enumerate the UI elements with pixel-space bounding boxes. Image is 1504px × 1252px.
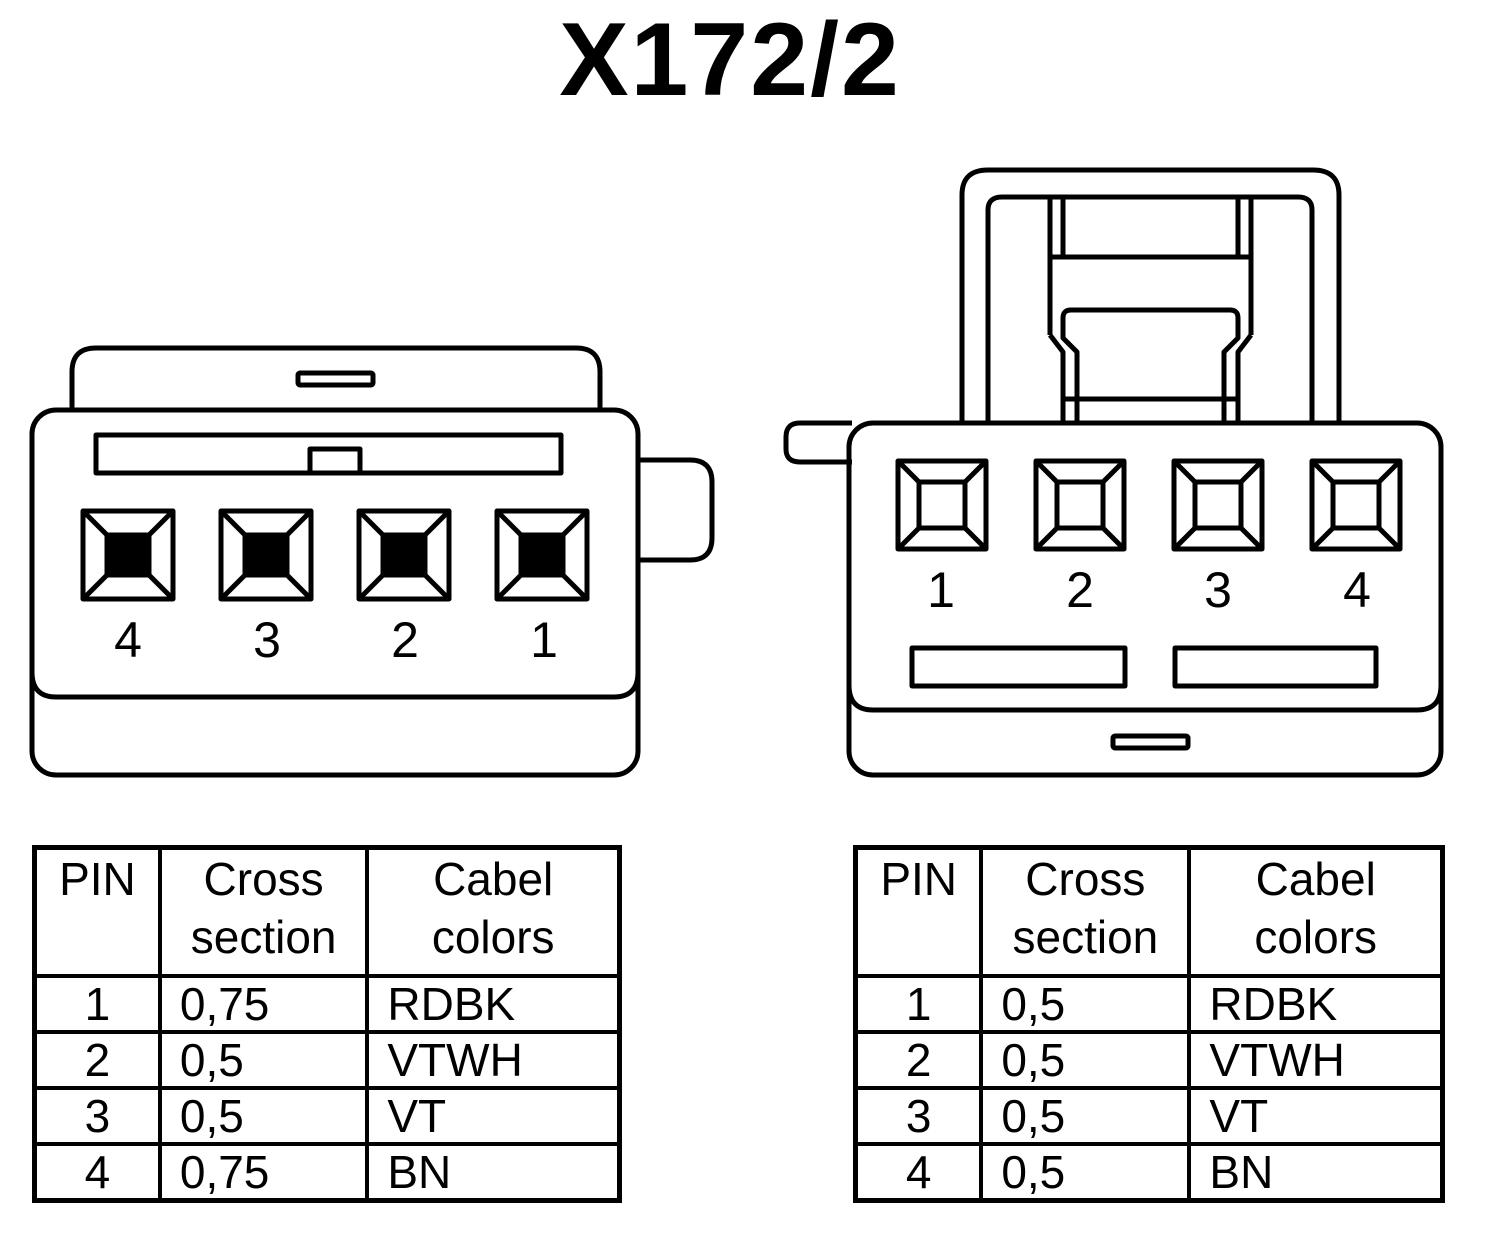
table-row: 1 0,75 RDBK — [32, 974, 622, 1034]
pin-cell: 2 — [32, 1030, 162, 1090]
right-pin-label: 1 — [927, 562, 955, 618]
cable-color-cell: RDBK — [1187, 974, 1445, 1034]
left-connector-terminals — [80, 508, 590, 602]
table-row: 2 0,5 VTWH — [853, 1030, 1445, 1090]
right-pin-label: 4 — [1343, 562, 1371, 618]
left-terminal-4 — [80, 508, 176, 602]
cross-header-line1: Cross — [1025, 853, 1146, 905]
cross-section-cell: 0,5 — [979, 1142, 1192, 1203]
left-terminal-2 — [356, 508, 452, 602]
right-connector-guide-slot — [1172, 645, 1379, 689]
cable-color-cell: BN — [365, 1142, 622, 1203]
cable-colors-header: Cabel colors — [365, 845, 622, 978]
color-header-line2: colors — [1254, 911, 1378, 963]
pin-cell: 3 — [32, 1086, 162, 1146]
left-pin-label: 4 — [114, 612, 142, 668]
left-connector-top-latch — [69, 345, 603, 410]
right-connector-front-step — [846, 684, 1444, 713]
pin-header-text: PIN — [59, 853, 136, 905]
right-connector-locking-bow — [959, 167, 1342, 423]
left-connector-body — [29, 407, 641, 778]
cross-section-header: Cross section — [157, 845, 370, 978]
cross-section-cell: 0,5 — [157, 1030, 370, 1090]
right-pin-label: 2 — [1066, 562, 1094, 618]
pin-cell: 4 — [853, 1142, 984, 1203]
table-row: 2 0,5 VTWH — [32, 1030, 622, 1090]
color-header-line1: Cabel — [433, 853, 554, 905]
right-connector-guide-slot — [909, 645, 1128, 689]
right-connector-bottom-slot — [1110, 733, 1191, 751]
diagram-title: X172/2 — [559, 2, 901, 118]
cable-colors-header: Cabel colors — [1187, 845, 1445, 978]
table-row: 4 0,75 BN — [32, 1142, 622, 1203]
left-connector: 4 3 2 1 — [29, 345, 715, 778]
cross-section-cell: 0,75 — [157, 1142, 370, 1203]
cross-section-cell: 0,75 — [157, 974, 370, 1034]
right-connector-side-tab — [783, 420, 852, 465]
cross-section-cell: 0,5 — [979, 1086, 1192, 1146]
pin-header: PIN — [853, 845, 984, 978]
cable-color-cell: RDBK — [365, 974, 622, 1034]
pin-header-text: PIN — [880, 853, 957, 905]
right-terminal-3 — [1171, 458, 1265, 552]
color-header-line1: Cabel — [1255, 853, 1376, 905]
color-header-line2: colors — [431, 911, 555, 963]
left-pin-label: 3 — [253, 612, 281, 668]
right-pin-label: 3 — [1204, 562, 1232, 618]
left-pin-labels: 4 3 2 1 — [114, 612, 558, 668]
cross-header-line2: section — [1012, 911, 1159, 963]
left-pin-label: 1 — [530, 612, 558, 668]
table-header-row: PIN Cross section Cabel colors — [32, 845, 622, 978]
left-connector-front-step — [29, 671, 641, 700]
right-terminal-1 — [895, 458, 989, 552]
left-connector-key-slot — [93, 432, 564, 476]
pin-cell: 1 — [853, 974, 984, 1034]
right-terminal-2 — [1033, 458, 1127, 552]
table-row: 1 0,5 RDBK — [853, 974, 1445, 1034]
cross-header-line1: Cross — [203, 853, 324, 905]
cable-color-cell: VTWH — [1187, 1030, 1445, 1090]
right-connector-terminals — [895, 458, 1403, 552]
right-connector-locking-bow-inner — [985, 194, 1315, 423]
left-pin-label: 2 — [391, 612, 419, 668]
right-terminal-4 — [1309, 458, 1403, 552]
right-lever-latch-inner — [1060, 307, 1241, 423]
right-pin-labels: 1 2 3 4 — [927, 562, 1371, 618]
cable-color-cell: VTWH — [365, 1030, 622, 1090]
pin-cell: 3 — [853, 1086, 984, 1146]
pin-header: PIN — [32, 845, 162, 978]
cross-section-header: Cross section — [979, 845, 1192, 978]
left-connector-top-slot — [295, 370, 376, 388]
left-terminal-1 — [494, 508, 590, 602]
cross-section-cell: 0,5 — [979, 974, 1192, 1034]
cable-color-cell: BN — [1187, 1142, 1445, 1203]
pin-cell: 4 — [32, 1142, 162, 1203]
cross-section-cell: 0,5 — [979, 1030, 1192, 1090]
left-pin-table: PIN Cross section Cabel colors 1 0,75 RDBK… — [32, 845, 622, 1203]
table-row: 3 0,5 VT — [32, 1086, 622, 1146]
table-row: 4 0,5 BN — [853, 1142, 1445, 1203]
table-row: 3 0,5 VT — [853, 1086, 1445, 1146]
left-connector-side-tab — [638, 457, 715, 563]
right-lever-latch — [1048, 333, 1253, 423]
table-header-row: PIN Cross section Cabel colors — [853, 845, 1445, 978]
right-connector-body — [846, 420, 1444, 778]
cable-color-cell: VT — [1187, 1086, 1445, 1146]
pin-cell: 2 — [853, 1030, 984, 1090]
left-terminal-3 — [218, 508, 314, 602]
cross-section-cell: 0,5 — [157, 1086, 370, 1146]
pin-cell: 1 — [32, 974, 162, 1034]
right-connector: 1 2 3 4 — [783, 167, 1444, 778]
cross-header-line2: section — [190, 911, 337, 963]
left-connector-key-notch — [307, 446, 363, 476]
cable-color-cell: VT — [365, 1086, 622, 1146]
